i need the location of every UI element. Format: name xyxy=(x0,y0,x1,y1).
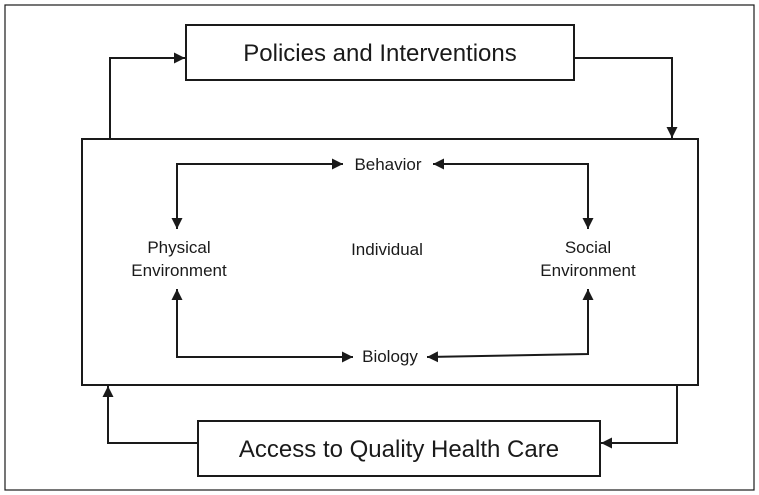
behavior-label: Behavior xyxy=(354,155,422,174)
physical-environment-line-2: Environment xyxy=(131,261,227,280)
access-box xyxy=(197,420,601,477)
social-environment-line-2: Environment xyxy=(540,261,636,280)
arrow-individual-to-policies xyxy=(109,52,185,139)
arrow-access-to-individual xyxy=(102,386,198,444)
arrow-physical-biology xyxy=(171,289,353,363)
individual-label: Individual xyxy=(351,240,423,259)
physical-environment-line-1: Physical xyxy=(147,238,211,257)
arrow-policies-to-individual xyxy=(574,57,678,138)
policies-label: Policies and Interventions xyxy=(243,40,517,67)
policies-box xyxy=(185,24,575,81)
biology-label: Biology xyxy=(362,347,418,366)
physical-environment-label: Physical Environment xyxy=(117,236,241,282)
arrow-behavior-physical xyxy=(171,158,343,229)
individual-box xyxy=(81,138,699,386)
arrow-individual-to-access xyxy=(601,385,678,449)
social-environment-label: Social Environment xyxy=(526,236,650,282)
arrow-behavior-social xyxy=(433,158,594,229)
outer-frame xyxy=(4,4,755,491)
social-environment-line-1: Social xyxy=(564,238,612,257)
access-label: Access to Quality Health Care xyxy=(238,436,560,463)
arrow-social-biology xyxy=(426,289,594,363)
